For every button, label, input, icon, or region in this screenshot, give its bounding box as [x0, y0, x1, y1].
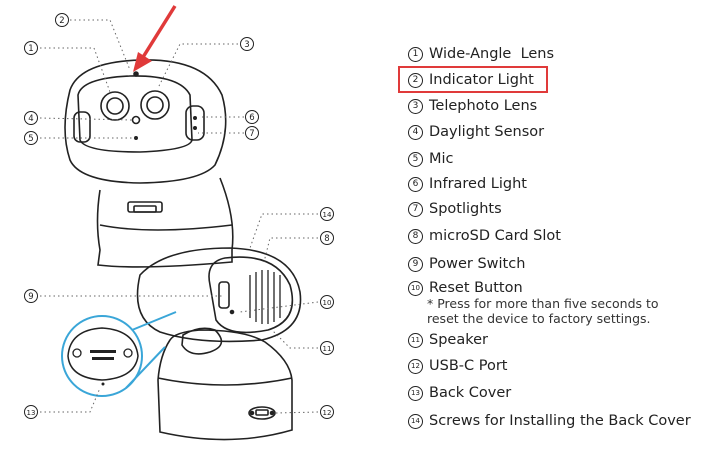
legend-item-10: 10 Reset Button	[408, 280, 523, 296]
marker-10: 10	[320, 295, 334, 309]
marker-12: 12	[320, 405, 334, 419]
marker-5: 5	[24, 131, 38, 145]
mic-hole	[134, 136, 139, 141]
reset-button	[229, 309, 235, 315]
legend-label: Power Switch	[429, 256, 526, 272]
legend-number: 12	[408, 358, 423, 374]
svg-text:13: 13	[27, 409, 36, 417]
svg-text:3: 3	[244, 40, 249, 50]
marker-1: 1	[24, 41, 38, 55]
legend-number: 6	[408, 176, 423, 192]
front-camera-visor	[77, 75, 193, 153]
legend-label: microSD Card Slot	[429, 228, 561, 244]
legend-item-7: 7 Spotlights	[408, 201, 502, 217]
marker-9: 9	[24, 289, 38, 303]
marker-7: 7	[245, 126, 259, 140]
reset-note-line-1: * Press for more than five seconds to	[427, 296, 659, 311]
legend-item-3: 3 Telephoto Lens	[408, 98, 537, 114]
legend-label: USB-C Port	[429, 358, 508, 374]
front-camera-base	[96, 177, 234, 268]
svg-text:12: 12	[323, 409, 332, 417]
back-cover	[208, 256, 294, 334]
legend-number: 10	[408, 280, 423, 296]
legend-label: Back Cover	[429, 385, 512, 401]
indicator-arrow	[133, 5, 177, 72]
svg-text:5: 5	[28, 134, 33, 144]
svg-text:11: 11	[323, 345, 332, 353]
legend-item-1: 1 Wide-Angle Lens	[408, 46, 554, 62]
legend-number: 2	[408, 72, 423, 88]
back-camera-base	[157, 329, 293, 441]
legend-label: Spotlights	[429, 201, 502, 217]
legend-label: Screws for Installing the Back Cover	[429, 413, 691, 429]
legend-item-14: 14 Screws for Installing the Back Cover	[408, 413, 691, 429]
legend-label: Reset Button	[429, 280, 523, 296]
legend-number: 13	[408, 385, 423, 401]
legend-label: Indicator Light	[429, 72, 534, 88]
legend-item-12: 12 USB-C Port	[408, 358, 507, 374]
legend-number: 4	[408, 124, 423, 140]
legend-item-13: 13 Back Cover	[408, 385, 511, 401]
legend-label: Speaker	[429, 332, 488, 348]
legend-item-4: 4 Daylight Sensor	[408, 124, 544, 140]
legend-item-5: 5 Mic	[408, 151, 454, 167]
marker-3: 3	[240, 37, 254, 51]
legend-number: 3	[408, 98, 423, 114]
svg-text:6: 6	[249, 113, 254, 123]
svg-text:7: 7	[249, 129, 254, 139]
marker-2: 2	[55, 13, 69, 27]
spotlights	[185, 105, 205, 141]
legend-number: 11	[408, 332, 423, 348]
legend-number: 1	[408, 46, 423, 62]
highlight-box	[398, 66, 548, 93]
legend-item-8: 8 microSD Card Slot	[408, 228, 561, 244]
marker-4: 4	[24, 111, 38, 125]
indicator-light	[133, 71, 139, 77]
marker-11: 11	[320, 341, 334, 355]
svg-text:14: 14	[323, 211, 332, 219]
legend-number: 5	[408, 151, 423, 167]
screw-callout	[61, 311, 177, 397]
legend-item-2: 2 Indicator Light	[408, 72, 534, 88]
legend-item-9: 9 Power Switch	[408, 256, 525, 272]
reset-note-line-2: reset the device to factory settings.	[427, 311, 651, 326]
svg-text:10: 10	[323, 299, 332, 307]
daylight-sensor	[131, 115, 141, 125]
legend-number: 9	[408, 256, 423, 272]
legend-label: Mic	[429, 151, 454, 167]
legend-label: Daylight Sensor	[429, 124, 545, 140]
legend-item-6: 6 Infrared Light	[408, 176, 527, 192]
usb-c-port	[248, 406, 276, 420]
marker-13: 13	[24, 405, 38, 419]
svg-text:2: 2	[59, 16, 64, 26]
svg-text:1: 1	[28, 44, 33, 54]
legend-label: Infrared Light	[429, 176, 527, 192]
legend-label: Wide-Angle Lens	[429, 46, 555, 62]
legend-number: 8	[408, 228, 423, 244]
legend-item-11: 11 Speaker	[408, 332, 488, 348]
legend-label: Telephoto Lens	[429, 98, 538, 114]
power-switch	[218, 281, 230, 309]
front-camera-head	[64, 59, 227, 184]
telephoto-lens	[140, 90, 170, 120]
marker-14: 14	[320, 207, 334, 221]
marker-6: 6	[245, 110, 259, 124]
camera-diagram: 1 2 3 4 5 6 7 14 8 9 10 11 13 12	[24, 5, 334, 441]
wide-angle-lens	[100, 91, 130, 121]
svg-text:4: 4	[28, 114, 33, 124]
legend-number: 7	[408, 201, 423, 217]
svg-text:9: 9	[28, 292, 33, 302]
svg-text:8: 8	[324, 234, 329, 244]
infrared-light	[73, 111, 91, 143]
back-camera-head	[136, 247, 302, 343]
legend-number: 14	[408, 413, 423, 429]
marker-8: 8	[320, 231, 334, 245]
